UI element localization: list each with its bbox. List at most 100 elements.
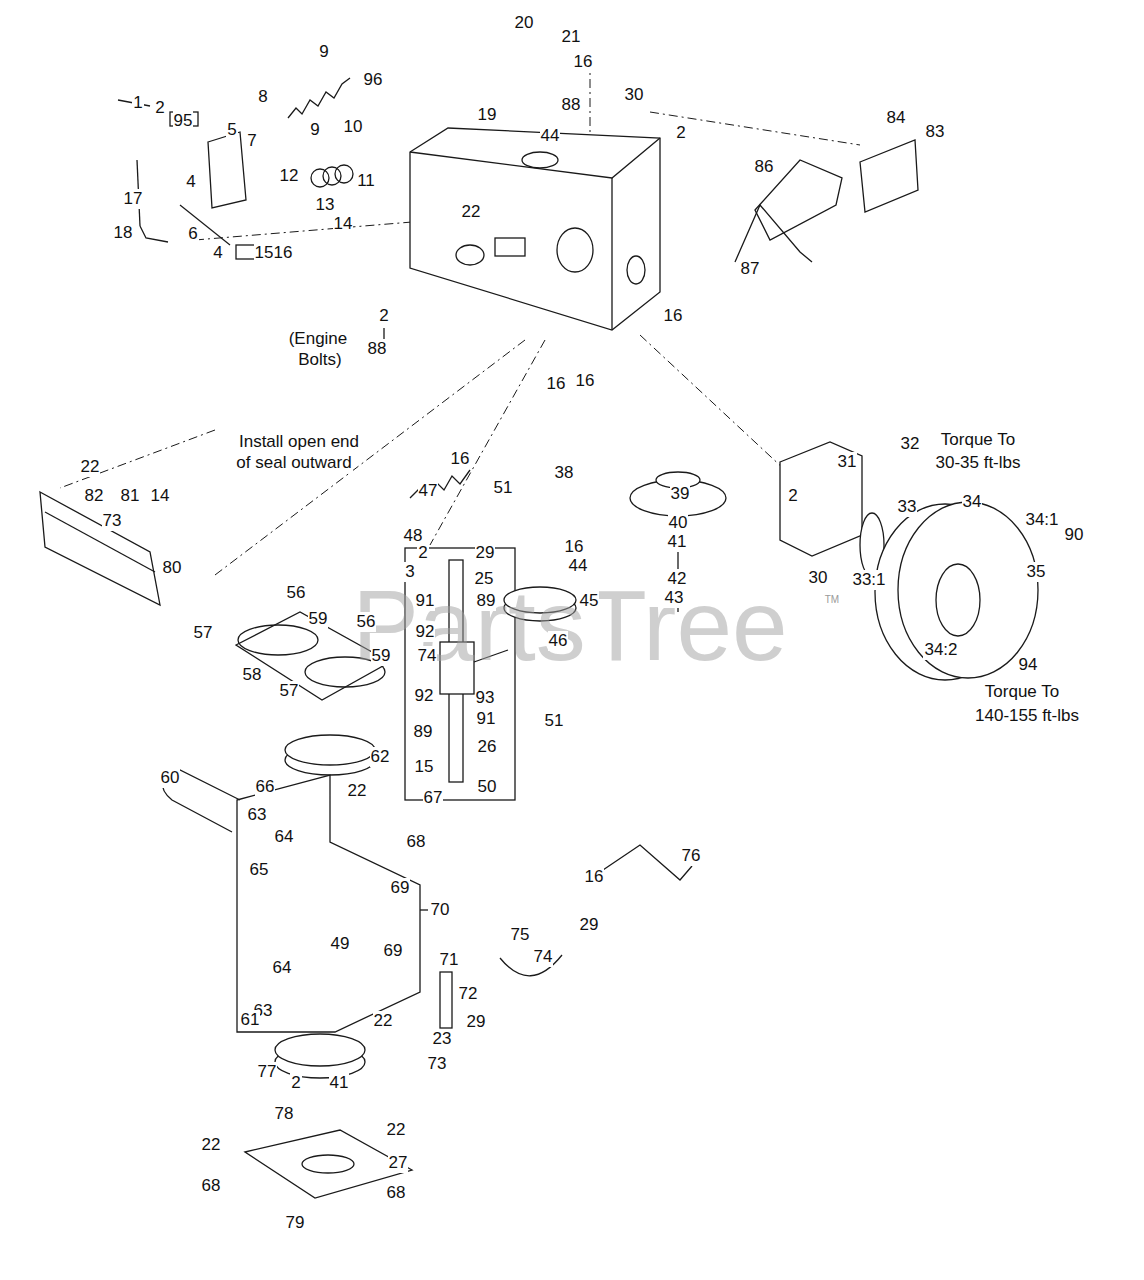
callout-number: 60: [160, 768, 181, 788]
callout-number: 26: [477, 737, 498, 757]
callout-number: 69: [383, 941, 404, 961]
callout-number: 94: [1018, 655, 1039, 675]
callout-number: 86: [754, 157, 775, 177]
linkage: [180, 205, 230, 245]
linkage: [311, 169, 329, 187]
callout-number: 34:1: [1024, 510, 1059, 530]
callout-number: 44: [540, 126, 561, 146]
callout-number: 23: [432, 1029, 453, 1049]
dash-guide: [60, 60, 860, 575]
idler-arm: [600, 845, 692, 880]
callout-number: 73: [427, 1054, 448, 1074]
callout-number: 77: [257, 1062, 278, 1082]
linkage: [118, 78, 353, 259]
note-text: 140-155 ft-lbs: [974, 706, 1080, 726]
callout-number: 56: [356, 612, 377, 632]
pulley: [275, 1034, 365, 1066]
idler-arm: [420, 909, 428, 910]
note-text: Torque To: [984, 682, 1060, 702]
note-text: Bolts): [297, 350, 342, 370]
callout-number: 22: [347, 781, 368, 801]
bracket: [40, 492, 160, 605]
idler-arm: [237, 775, 420, 1032]
wheel: [780, 442, 862, 556]
callout-number: 46: [548, 631, 569, 651]
callout-number: 96: [363, 70, 384, 90]
callout-number: 16: [273, 243, 294, 263]
callout-number: 2: [378, 306, 389, 326]
callout-number: 2: [154, 98, 165, 118]
callout-number: 87: [740, 259, 761, 279]
callout-number: 74: [533, 947, 554, 967]
callout-number: 71: [439, 950, 460, 970]
idler-arm: [163, 770, 692, 1032]
callout-number: 88: [561, 95, 582, 115]
callout-number: 90: [1064, 525, 1085, 545]
callout-number: 69: [390, 878, 411, 898]
callout-number: 83: [925, 122, 946, 142]
callout-number: 32: [900, 434, 921, 454]
callout-number: 27: [388, 1153, 409, 1173]
callout-number: 80: [162, 558, 183, 578]
callout-number: 29: [579, 915, 600, 935]
callout-number: 50: [477, 777, 498, 797]
callout-number: 57: [193, 623, 214, 643]
callout-number: 11: [356, 171, 376, 191]
callout-number: 82: [84, 486, 105, 506]
callout-number: 73: [102, 511, 123, 531]
callout-number: 47: [418, 481, 439, 501]
callout-number: 22: [201, 1135, 222, 1155]
frame: [627, 256, 645, 284]
callout-number: 22: [461, 202, 482, 222]
callout-number: 13: [315, 195, 336, 215]
callout-number: 43: [664, 588, 685, 608]
callout-number: 34: [962, 492, 983, 512]
callout-number: 67: [423, 788, 444, 808]
callout-number: 8: [257, 87, 268, 107]
trademark: TM: [824, 594, 840, 606]
callout-number: 4: [185, 172, 196, 192]
wheel: [898, 502, 1038, 678]
callout-number: 2: [290, 1073, 301, 1093]
callout-number: 41: [329, 1073, 350, 1093]
note-text: Torque To: [940, 430, 1016, 450]
cover-plate: [302, 1155, 354, 1173]
pulley: [236, 472, 726, 1078]
callout-number: 42: [667, 569, 688, 589]
engine-bolt: [383, 328, 384, 340]
callout-number: 33: [897, 497, 918, 517]
callout-number: 22: [386, 1120, 407, 1140]
callout-number: 25: [474, 569, 495, 589]
callout-number: 12: [279, 166, 300, 186]
dash-guide: [650, 112, 860, 145]
callout-number: 68: [201, 1176, 222, 1196]
frame: [410, 128, 660, 330]
callout-number: 62: [370, 747, 391, 767]
callout-number: 44: [568, 556, 589, 576]
callout-number: 65: [249, 860, 270, 880]
callout-number: 63: [247, 805, 268, 825]
pulley: [238, 625, 318, 655]
frame: [410, 138, 660, 178]
callout-number: 93: [475, 688, 496, 708]
callout-number: 10: [343, 117, 364, 137]
linkage: [208, 132, 246, 208]
dash-guide: [430, 340, 545, 545]
callout-number: 74: [417, 646, 438, 666]
callout-number: 22: [373, 1011, 394, 1031]
callout-number: 16: [450, 449, 471, 469]
linkage: [323, 167, 341, 185]
callout-number: 81: [120, 486, 141, 506]
callout-number: 72: [458, 984, 479, 1004]
callout-number: 20: [514, 13, 535, 33]
callout-number: 14: [333, 214, 354, 234]
dash-guide: [640, 335, 785, 470]
note-text: (Engine: [288, 329, 349, 349]
note-text: 30-35 ft-lbs: [934, 453, 1021, 473]
bracket: [45, 512, 155, 572]
dash-guide: [195, 222, 412, 240]
callout-number: 29: [475, 543, 496, 563]
callout-number: 31: [837, 452, 858, 472]
callout-number: 35: [1026, 562, 1047, 582]
callout-number: 49: [330, 934, 351, 954]
